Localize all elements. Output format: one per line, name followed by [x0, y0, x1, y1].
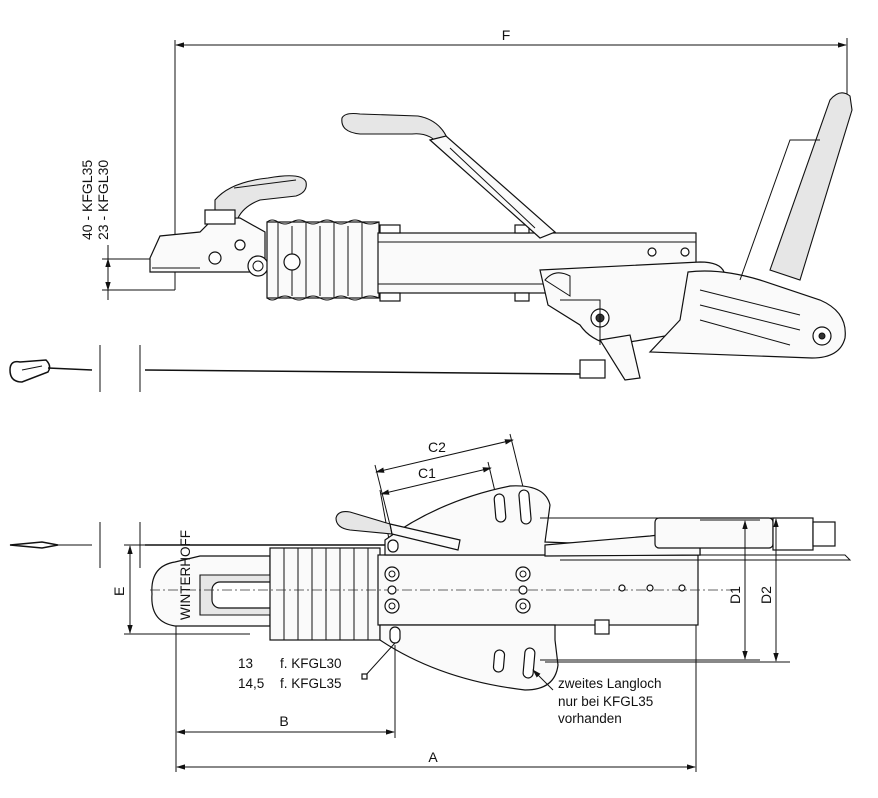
second-slot-note-3: vorhanden	[558, 711, 622, 726]
coupling-head-side	[149, 175, 307, 277]
bellows-side	[266, 219, 380, 301]
coupling-height-dimension: 40 - KFGL35 23 - KFGL30	[79, 160, 175, 300]
breakaway-cable-side	[9, 345, 581, 392]
dim-label-d1: D1	[727, 586, 743, 604]
dim-label-b: B	[279, 713, 288, 729]
dim-label-d2: D2	[758, 586, 774, 604]
slot-notes: 13 f. KFGL30 14,5 f. KFGL35 zweites Lang…	[238, 642, 662, 726]
coupling-marking: WINTERHOFF	[178, 530, 193, 620]
dim-label-e: E	[111, 587, 127, 596]
dim-label-f: F	[502, 27, 511, 43]
tow-bar-side	[648, 92, 853, 359]
handbrake-lever-side	[341, 112, 557, 239]
top-view: C2 C1 E WINTERHOFF	[9, 433, 852, 772]
slot-note-text-2: f. KFGL35	[280, 676, 342, 691]
dimension-a: A	[176, 625, 697, 772]
dim-label-a: A	[428, 749, 438, 765]
mounting-plate-lower	[379, 624, 559, 691]
slot-note-value-1: 13	[238, 656, 253, 671]
slot-note-text-1: f. KFGL30	[280, 656, 342, 671]
mounting-plate-upper	[384, 485, 701, 556]
dimension-d: D1 D2	[540, 517, 790, 663]
second-slot-note-1: zweites Langloch	[558, 676, 662, 691]
handbrake-lever-top	[335, 511, 461, 551]
height-label-kfgl30: 23 - KFGL30	[95, 160, 111, 240]
side-view: F 40 - KFGL35 23 - KFGL30	[9, 27, 853, 392]
height-label-kfgl35: 40 - KFGL35	[79, 160, 95, 240]
dimension-c: C2 C1	[374, 433, 526, 546]
bellows-top	[269, 547, 381, 641]
dim-label-c1: C1	[418, 465, 436, 481]
overrun-housing-top	[150, 554, 740, 635]
damper-top	[540, 517, 852, 561]
second-slot-note-2: nur bei KFGL35	[558, 694, 653, 709]
dim-label-c2: C2	[428, 439, 446, 455]
dimension-b: B	[175, 626, 396, 772]
dimension-e: E	[111, 544, 250, 635]
slot-note-value-2: 14,5	[238, 676, 264, 691]
coupling-head-top: WINTERHOFF	[151, 530, 305, 627]
